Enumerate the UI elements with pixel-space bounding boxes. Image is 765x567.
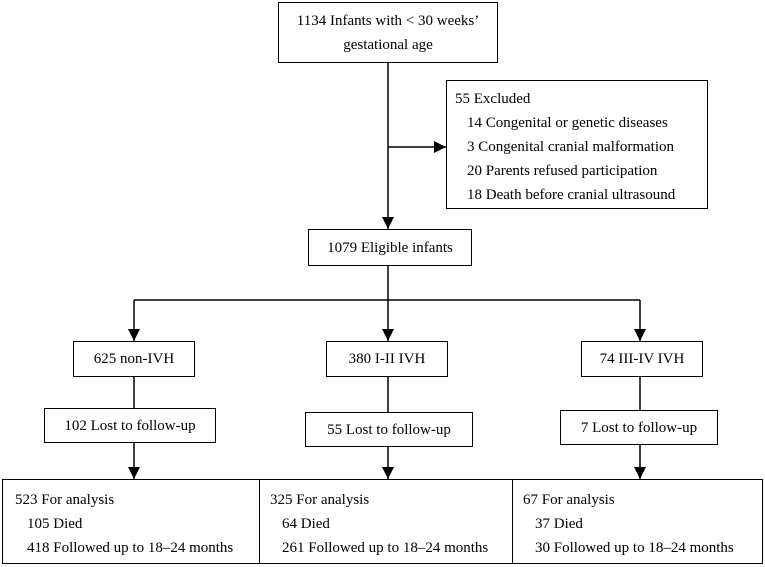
excluded-title: 55 Excluded: [455, 91, 531, 107]
eligible-label: 1079 Eligible infants: [327, 239, 453, 256]
group-box-non-ivh: 625 non-IVH: [73, 341, 195, 377]
excluded-reason: 14 Congenital or genetic diseases: [467, 115, 668, 131]
analysis-box-iii-iv-ivh: 67 For analysis 37 Died 30 Followed up t…: [512, 479, 763, 564]
followed-count: 261 Followed up to 18–24 months: [282, 540, 489, 556]
analysis-count: 325 For analysis: [270, 492, 370, 508]
analysis-box-i-ii-ivh: 325 For analysis 64 Died 261 Followed up…: [259, 479, 513, 564]
lost-box-iii-iv-ivh: 7 Lost to follow-up: [560, 410, 718, 445]
screened-line-1: 1134 Infants with < 30 weeks’: [296, 12, 480, 29]
lost-label: 55 Lost to follow-up: [327, 421, 451, 438]
excluded-box: 55 Excluded 14 Congenital or genetic dis…: [446, 80, 708, 209]
group-label: 625 non-IVH: [93, 351, 175, 367]
excluded-reason: 3 Congenital cranial malformation: [467, 139, 675, 155]
lost-label: 7 Lost to follow-up: [580, 419, 698, 436]
group-label: 74 III-IV IVH: [599, 351, 685, 367]
followed-count: 418 Followed up to 18–24 months: [27, 540, 234, 556]
excluded-reason: 20 Parents refused participation: [467, 163, 658, 179]
group-box-i-ii-ivh: 380 I-II IVH: [326, 341, 448, 377]
died-count: 64 Died: [282, 516, 330, 532]
group-box-iii-iv-ivh: 74 III-IV IVH: [581, 341, 703, 377]
lost-box-i-ii-ivh: 55 Lost to follow-up: [305, 412, 473, 447]
analysis-count: 67 For analysis: [523, 492, 615, 508]
died-count: 37 Died: [535, 516, 583, 532]
died-count: 105 Died: [27, 516, 83, 532]
lost-box-non-ivh: 102 Lost to follow-up: [44, 408, 216, 443]
analysis-count: 523 For analysis: [15, 492, 115, 508]
analysis-box-non-ivh: 523 For analysis 105 Died 418 Followed u…: [2, 479, 260, 564]
eligible-box: 1079 Eligible infants: [308, 229, 472, 266]
screened-box: 1134 Infants with < 30 weeks’ gestationa…: [278, 2, 498, 63]
screened-line-2: gestational age: [343, 36, 433, 53]
excluded-reason: 18 Death before cranial ultrasound: [467, 187, 676, 203]
group-label: 380 I-II IVH: [348, 351, 426, 367]
lost-label: 102 Lost to follow-up: [64, 417, 196, 434]
followed-count: 30 Followed up to 18–24 months: [535, 540, 734, 556]
